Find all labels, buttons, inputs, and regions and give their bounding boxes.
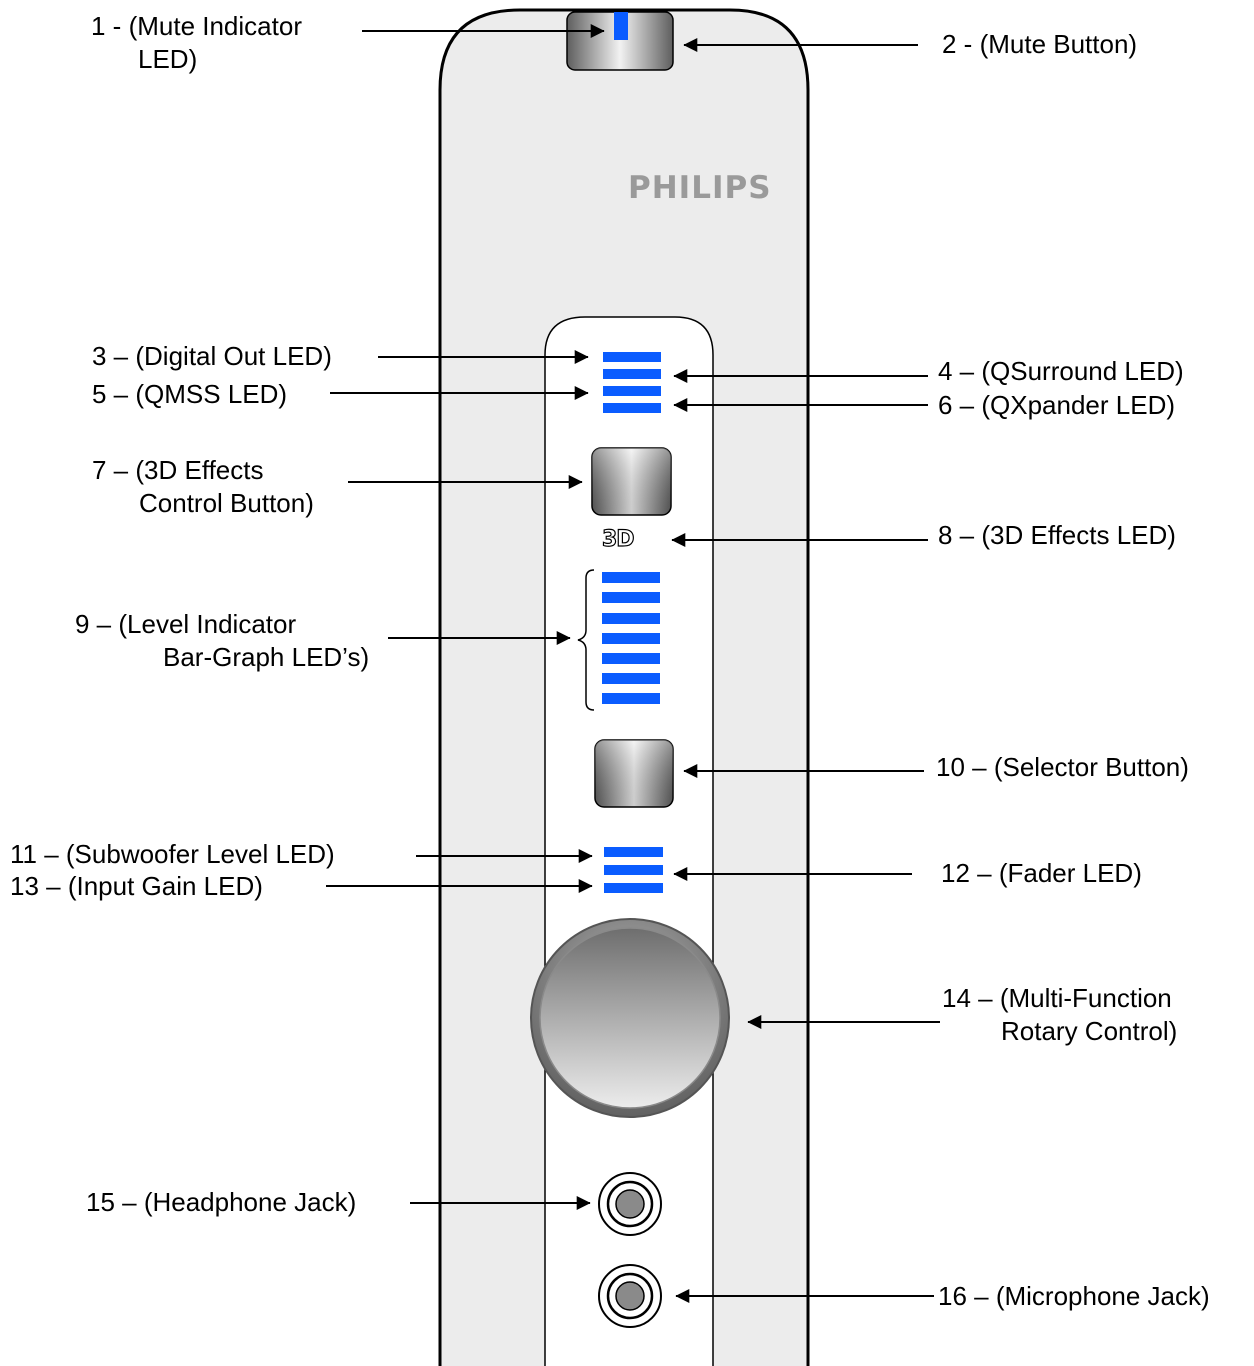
label-mute-indicator-led: 1 - (Mute Indicator LED): [91, 11, 302, 74]
label-3d-effects-control-button: 7 – (3D Effects Control Button): [92, 455, 314, 518]
brand-logo-text: PHILIPS: [628, 170, 772, 206]
level-bar-graph: [602, 572, 660, 704]
label-subwoofer-level-led: 11 – (Subwoofer Level LED): [10, 839, 335, 869]
qxpander-led: [603, 403, 661, 413]
fader-led: [604, 865, 663, 875]
level-led: [602, 653, 660, 664]
label-headphone-jack: 15 – (Headphone Jack): [86, 1187, 357, 1217]
mute-indicator-led: [614, 12, 628, 40]
input-gain-led: [604, 883, 663, 893]
3d-effects-led-badge: 3D: [601, 526, 635, 552]
label-qmss-led: 5 – (QMSS LED): [92, 379, 288, 409]
subwoofer-level-led: [604, 847, 663, 857]
label-qsurround-led: 4 – (QSurround LED): [938, 356, 1184, 386]
mode-led-stack: [603, 352, 661, 413]
label-selector-button: 10 – (Selector Button): [936, 752, 1189, 782]
label-rotary-control: 14 – (Multi-Function Rotary Control): [942, 983, 1178, 1046]
level-led: [602, 693, 660, 704]
label-3d-effects-led: 8 – (3D Effects LED): [938, 520, 1176, 550]
lower-led-stack: [604, 847, 663, 893]
level-led: [602, 633, 660, 644]
label-fader-led: 12 – (Fader LED): [941, 858, 1142, 888]
label-digital-out-led: 3 – (Digital Out LED): [92, 341, 332, 371]
label-level-indicator: 9 – (Level Indicator Bar-Graph LED’s): [75, 609, 370, 672]
level-led: [602, 673, 660, 684]
qsurround-led: [603, 369, 661, 379]
level-brace: [577, 569, 595, 711]
label-input-gain-led: 13 – (Input Gain LED): [10, 871, 263, 901]
label-mute-button: 2 - (Mute Button): [942, 29, 1138, 59]
label-microphone-jack: 16 – (Microphone Jack): [938, 1281, 1210, 1311]
callout-arrows: [326, 24, 940, 1303]
level-led: [602, 613, 660, 624]
label-qxpander-led: 6 – (QXpander LED): [938, 390, 1176, 420]
qmss-led: [603, 386, 661, 396]
level-led: [602, 592, 660, 603]
level-led: [602, 572, 660, 583]
digital-out-led: [603, 352, 661, 362]
